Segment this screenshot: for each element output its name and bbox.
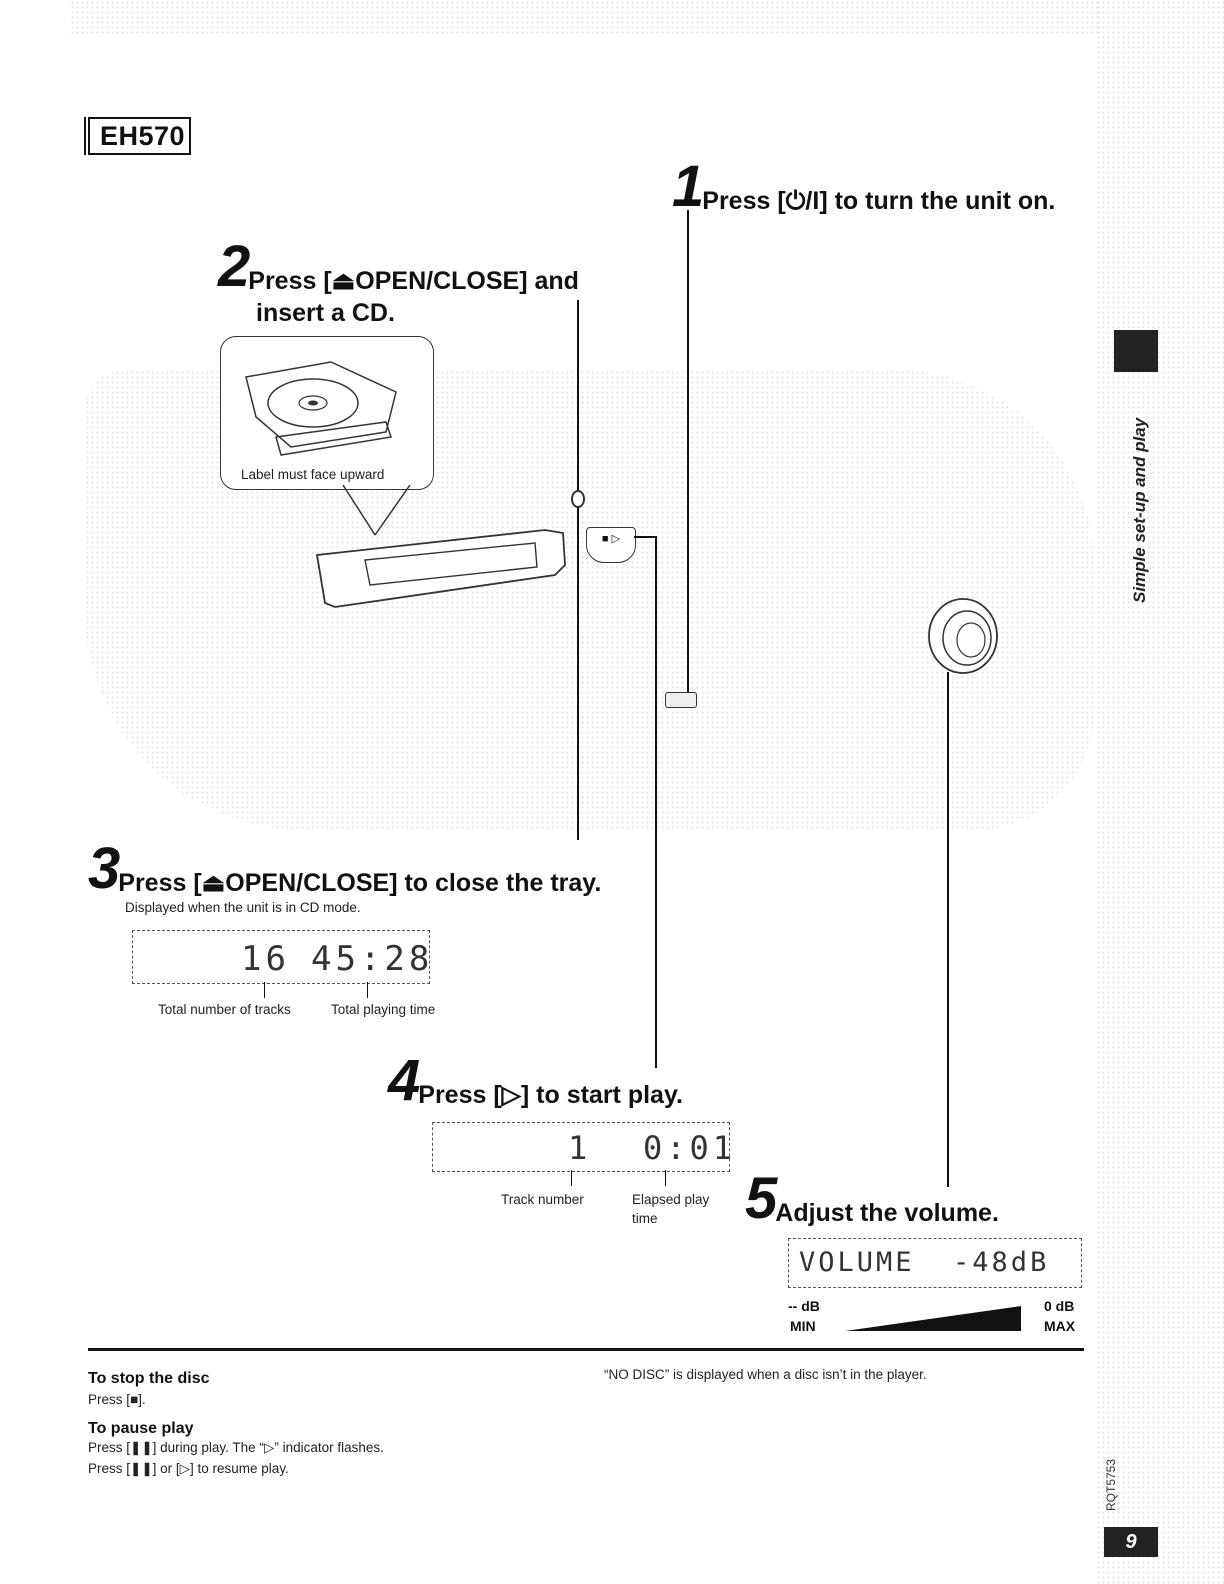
label-total-time: Total playing time: [331, 1002, 436, 1017]
top-texture-band: [70, 0, 1100, 36]
cd-tray-drawing: [245, 361, 397, 456]
time-pointer: [367, 982, 368, 998]
callout-caption: Label must face upward: [241, 467, 385, 482]
power-button-illustration: [665, 692, 697, 708]
volume-knob-illustration: [928, 598, 998, 674]
section-title: Simple set-up and play: [1130, 417, 1149, 603]
stop-heading: To stop the disc: [88, 1370, 210, 1387]
leader-line-4-h: [634, 536, 656, 538]
volume-min-label: MIN: [790, 1318, 816, 1334]
label-elapsed-2: time: [632, 1211, 658, 1226]
label-total-tracks: Total number of tracks: [158, 1002, 291, 1017]
volume-display-text: VOLUME -48dB: [799, 1247, 1050, 1278]
volume-max-db: 0 dB: [1044, 1298, 1075, 1314]
pause-heading: To pause play: [88, 1420, 194, 1437]
step-1: 1Press [⏻/I] to turn the unit on.: [672, 158, 1055, 216]
volume-max-label: MAX: [1044, 1318, 1076, 1334]
label-track-number: Track number: [501, 1192, 584, 1207]
elapsed-pointer: [665, 1170, 666, 1186]
volume-ramp: [845, 1306, 1021, 1331]
section-divider: [88, 1348, 1084, 1351]
step-3: 3Press [⏏OPEN/CLOSE] to close the tray.: [88, 840, 601, 898]
step-number: 2: [218, 234, 250, 299]
play-display: 1 0:01: [432, 1122, 732, 1172]
track-pointer: [571, 1170, 572, 1186]
document-code-vertical: RQT5753: [1102, 1453, 1124, 1513]
front-panel-drawing: [315, 485, 566, 608]
stop-play-buttons-illustration: ■ ▷: [586, 527, 636, 563]
leader-line-4: [655, 536, 657, 1068]
display-elapsed-time: 0:01: [643, 1129, 737, 1167]
step-5: 5Adjust the volume.: [745, 1170, 999, 1228]
tracks-pointer: [264, 982, 265, 998]
display-track-count: 16: [241, 939, 290, 979]
pause-text-2: Press [❚❚] or [▷] to resume play.: [88, 1461, 289, 1476]
step-text: Press [▷] to start play.: [418, 1081, 683, 1109]
step-number: 5: [745, 1166, 777, 1231]
volume-display: VOLUME -48dB: [788, 1238, 1082, 1288]
step-text: Press [⏻/I] to turn the unit on.: [702, 187, 1056, 215]
display-track-number: 1: [568, 1129, 592, 1167]
cd-mode-display: 16 45:28: [132, 930, 430, 984]
no-disc-note: “NO DISC” is displayed when a disc isn’t…: [604, 1367, 927, 1382]
step-4: 4Press [▷] to start play.: [388, 1052, 683, 1110]
section-title-vertical: Simple set-up and play: [1128, 388, 1156, 608]
label-elapsed-1: Elapsed play: [632, 1192, 710, 1207]
step-number: 3: [88, 836, 120, 901]
display-total-time: 45:28: [311, 939, 434, 979]
pause-text-1: Press [❚❚] during play. The “▷” indicato…: [88, 1440, 384, 1455]
step-number: 4: [388, 1048, 420, 1113]
step-text-line1: Press [⏏OPEN/CLOSE] and: [248, 267, 579, 295]
volume-min-db: -- dB: [788, 1298, 820, 1314]
leader-line-1: [687, 210, 689, 700]
page-number: 9: [1104, 1527, 1158, 1557]
open-close-button-illustration: [571, 490, 585, 508]
side-texture-band: [1096, 0, 1224, 1584]
model-label: EH570: [83, 117, 192, 155]
step-2-line2: insert a CD.: [256, 299, 395, 327]
step-text: Press [⏏OPEN/CLOSE] to close the tray.: [118, 869, 602, 897]
leader-line-5: [947, 672, 949, 1187]
step-text: Adjust the volume.: [775, 1199, 999, 1227]
cd-tray-callout: Label must face upward: [220, 336, 434, 490]
leader-line-2-3: [577, 300, 579, 840]
step-number: 1: [672, 154, 704, 219]
section-tab: [1114, 330, 1158, 372]
step-2: 2Press [⏏OPEN/CLOSE] and: [218, 238, 579, 296]
step-3-note: Displayed when the unit is in CD mode.: [125, 900, 361, 915]
stop-text: Press [■].: [88, 1392, 146, 1407]
document-code: RQT5753: [1104, 1458, 1118, 1511]
